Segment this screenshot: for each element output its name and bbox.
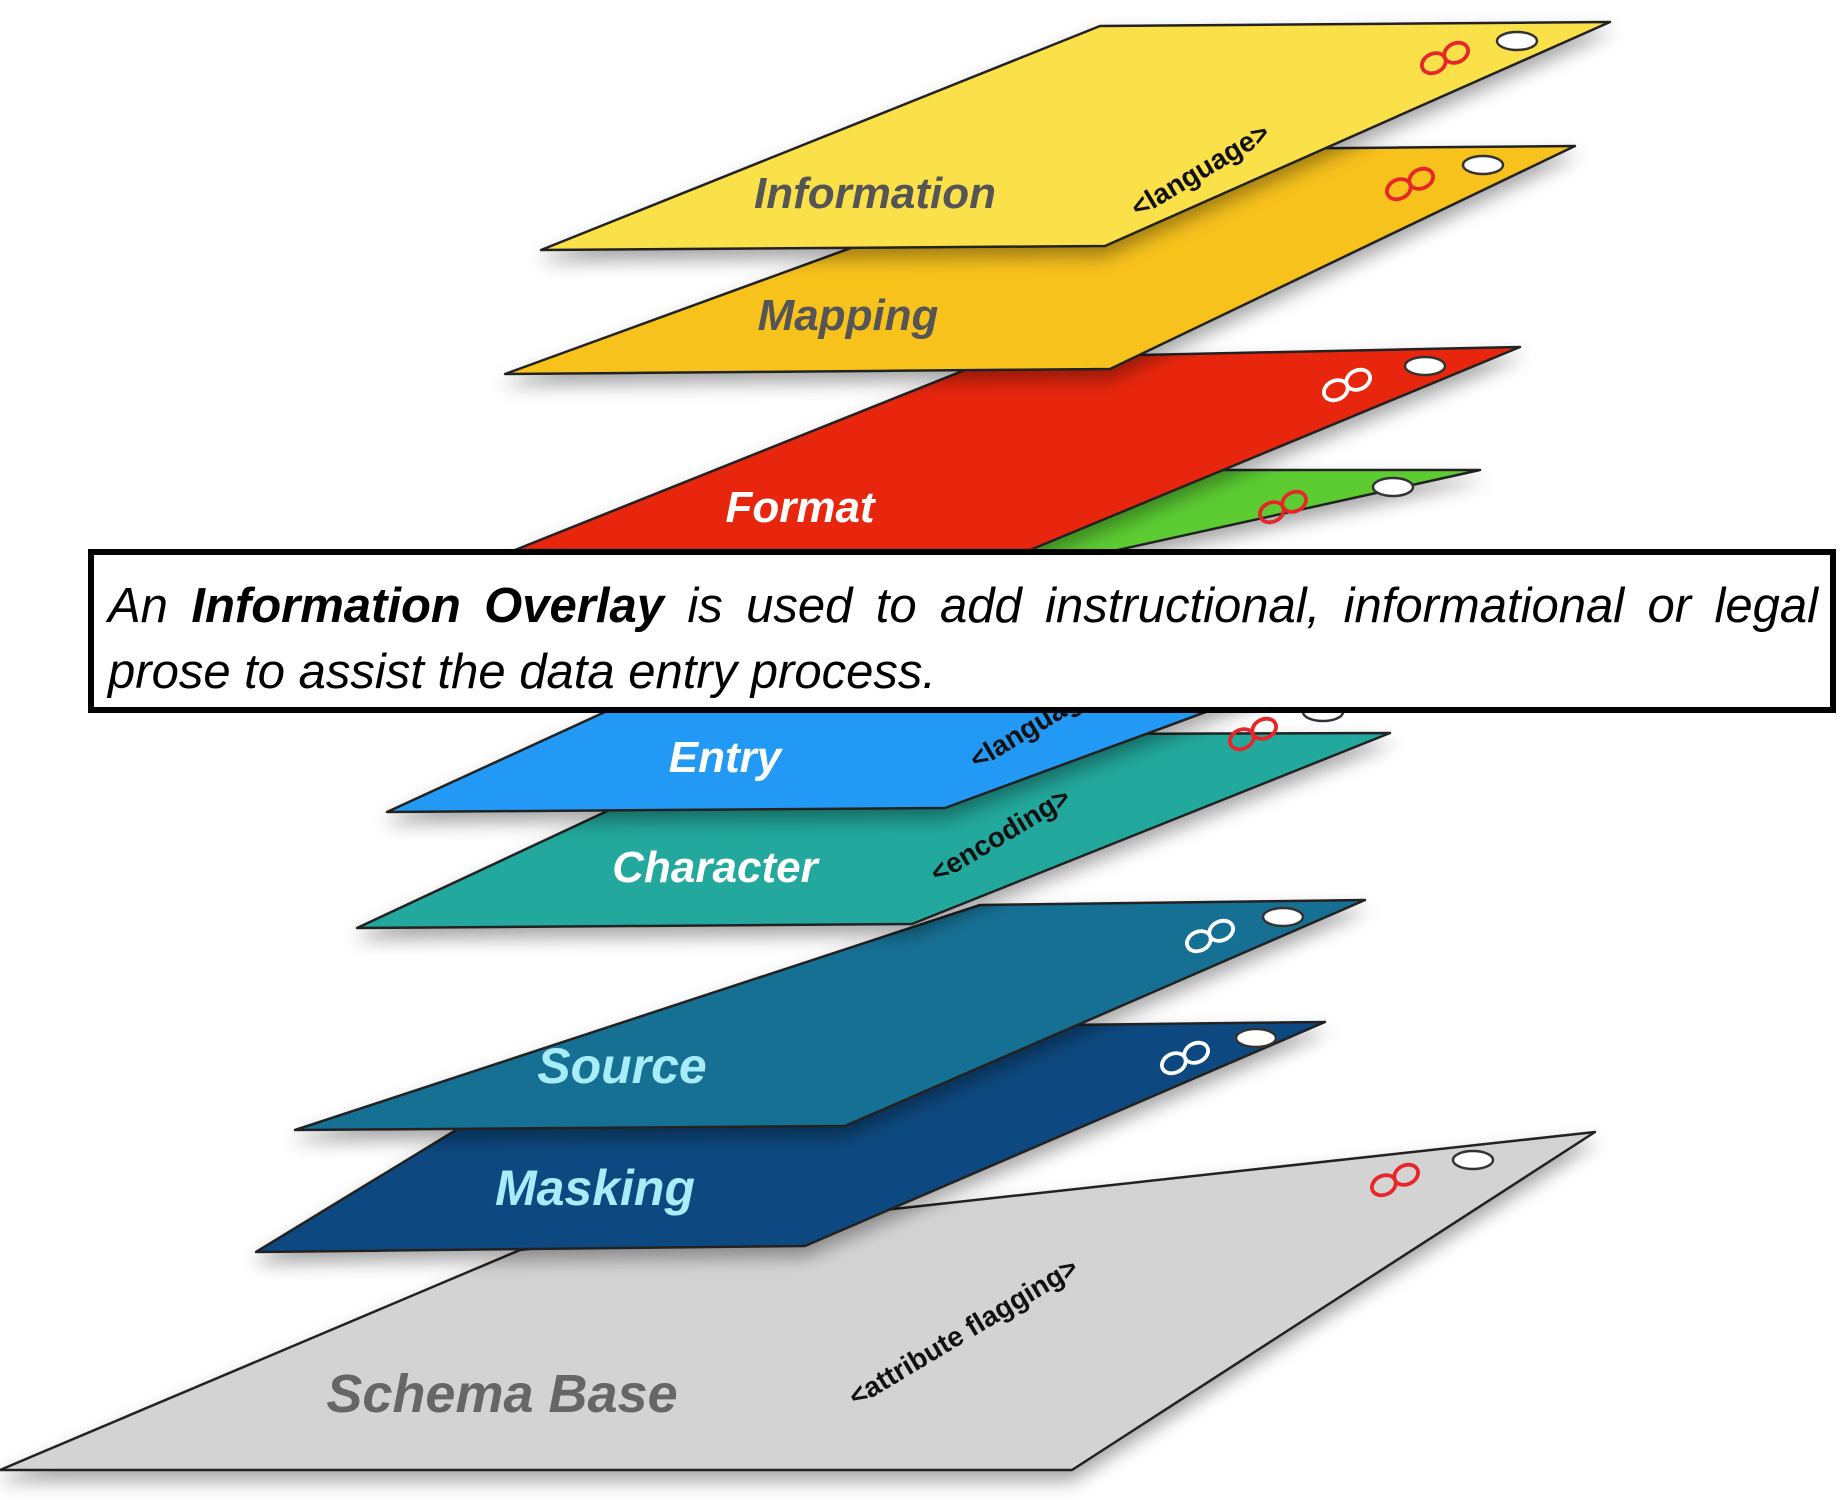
oval-pin-icon [1495,30,1539,52]
oval-pin-icon [1403,355,1447,377]
layer-label-masking: Masking [495,1160,695,1216]
layer-label-mapping: Mapping [758,291,939,340]
infinity-link-loop-right [1344,367,1372,392]
layer-label-character: Character [612,843,820,892]
infinity-link-loop-right [1280,489,1308,514]
layer-schema-base: Schema Base<attribute flagging> [0,1130,1597,1472]
oval-pin-icon [1261,906,1305,928]
layer-mapping: Mapping [503,144,1577,376]
infinity-link-icon [1258,489,1308,525]
callout-prefix: An [108,579,192,633]
layer-masking: Masking [254,1020,1327,1254]
infinity-link-loop-right [1182,1040,1210,1065]
infinity-link-icon [1385,166,1435,202]
infinity-link-loop-right [1407,166,1435,191]
layer-label-entry: Entry [669,733,784,782]
layer-sheet-source [293,898,1367,1132]
layer-sheet-schema-base [0,1130,1597,1472]
infinity-link-icon [1420,40,1470,76]
layer-source: Source [293,898,1367,1132]
infinity-link-icon [1322,367,1372,403]
infinity-link-loop-right [1442,40,1470,65]
infinity-link-loop-right [1207,918,1235,943]
oval-pin-icon [1371,476,1415,498]
layer-format: Format [513,345,1522,552]
oval-pin-icon [1451,1149,1495,1171]
oval-pin-icon [1234,1027,1278,1049]
infinity-link-icon [1185,918,1235,954]
callout-suffix: is used to add instructional, informatio… [108,579,1818,699]
layer-label-information: Information [754,169,996,218]
layer-information: Information<language> [539,20,1612,252]
infinity-link-icon [1370,1162,1420,1198]
oval-pin-icon [1461,154,1505,176]
info-callout: An Information Overlay is used to add in… [88,549,1836,713]
layers-group: Schema Base<attribute flagging>Masking So… [0,20,1612,1472]
callout-emphasis: Information Overlay [191,579,664,633]
infinity-link-loop-right [1250,716,1278,741]
infinity-link-loop-right [1392,1162,1420,1187]
infinity-link-icon [1228,716,1278,752]
layer-label-source: Source [537,1038,707,1094]
layer-sheet-information [539,20,1612,252]
layer-label-format: Format [725,483,876,532]
infinity-link-icon [1160,1040,1210,1076]
layer-label-schema-base: Schema Base [326,1364,677,1424]
